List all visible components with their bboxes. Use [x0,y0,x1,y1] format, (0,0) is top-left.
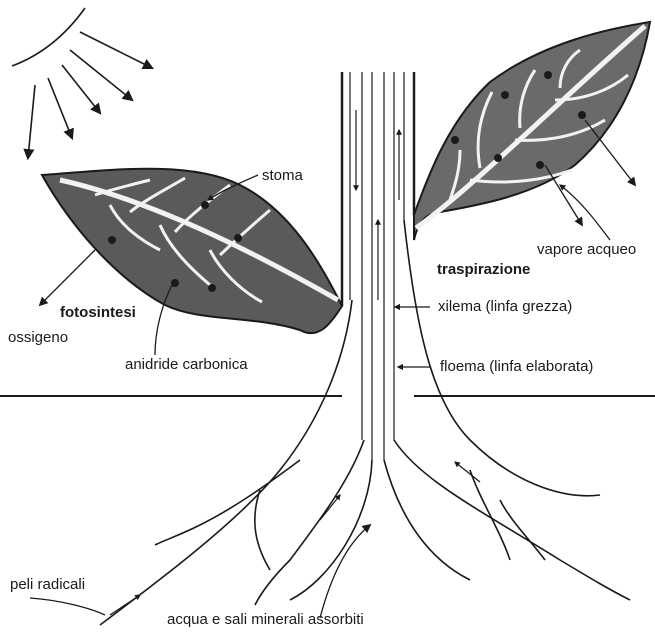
label-floema: floema (linfa elaborata) [440,359,593,374]
label-peli-radicali: peli radicali [10,577,85,592]
sun-icon [12,8,152,158]
label-traspirazione: traspirazione [437,262,530,277]
label-ossigeno: ossigeno [8,330,68,345]
label-vapore-acqueo: vapore acqueo [537,242,636,257]
label-anidride-carbonica: anidride carbonica [125,357,248,372]
label-xilema: xilema (linfa grezza) [438,299,572,314]
label-fotosintesi: fotosintesi [60,305,136,320]
stem [342,72,414,460]
right-leaf [414,22,650,240]
label-stoma: stoma [262,168,303,183]
label-acqua-sali: acqua e sali minerali assorbiti [167,612,364,627]
